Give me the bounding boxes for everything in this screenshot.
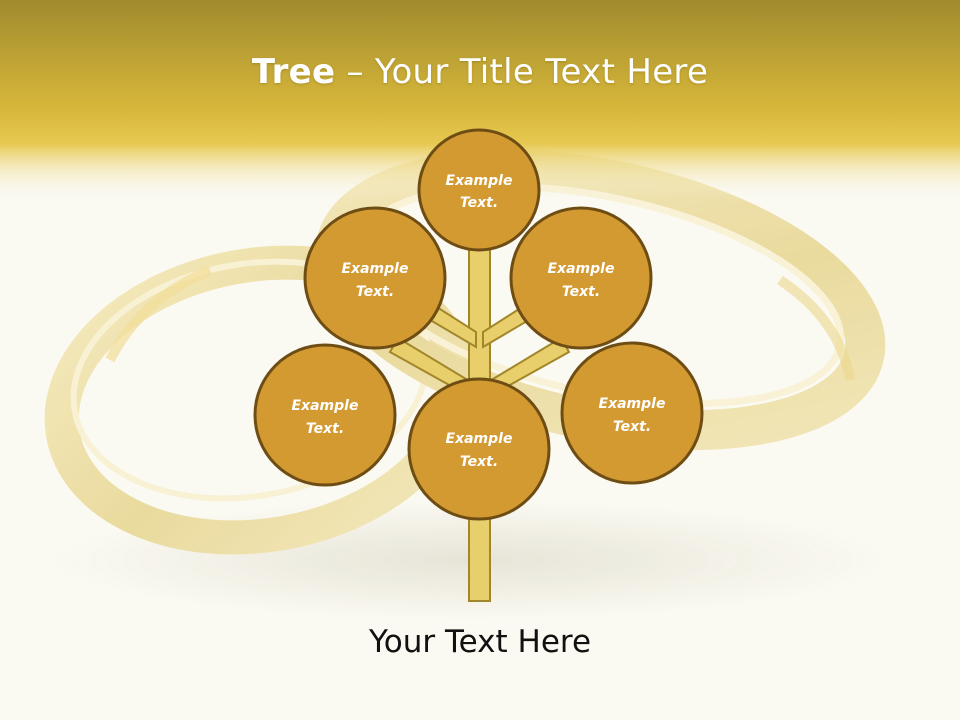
node-text-line2: Text. <box>460 454 498 470</box>
node-circle <box>303 206 447 350</box>
node-lower-right: Example Text. <box>560 341 704 485</box>
node-circle <box>407 377 551 521</box>
node-circle <box>509 206 653 350</box>
title-bold-part: Tree <box>251 52 336 92</box>
title-separator: – <box>335 52 375 92</box>
node-center: Example Text. <box>407 377 551 521</box>
node-text-line2: Text. <box>356 284 394 300</box>
node-text-line2: Text. <box>460 195 498 211</box>
node-text-line1: Example <box>446 431 513 447</box>
node-text-line1: Example <box>292 398 359 414</box>
slide-title: Tree – Your Title Text Here <box>0 52 960 92</box>
footer-text: Your Text Here <box>368 624 592 660</box>
title-rest: Your Title Text Here <box>374 52 709 92</box>
node-text-line2: Text. <box>613 419 651 435</box>
node-upper-right: Example Text. <box>509 206 653 350</box>
node-text-line2: Text. <box>306 421 344 437</box>
node-upper-left: Example Text. <box>303 206 447 350</box>
node-text-line2: Text. <box>562 284 600 300</box>
node-lower-left: Example Text. <box>253 343 397 487</box>
node-top: Example Text. <box>417 128 541 252</box>
node-circle <box>417 128 541 252</box>
node-circle <box>560 341 704 485</box>
node-text-line1: Example <box>342 261 409 277</box>
node-text-line1: Example <box>548 261 615 277</box>
node-circle <box>253 343 397 487</box>
node-text-line1: Example <box>599 396 666 412</box>
node-text-line1: Example <box>446 173 513 189</box>
